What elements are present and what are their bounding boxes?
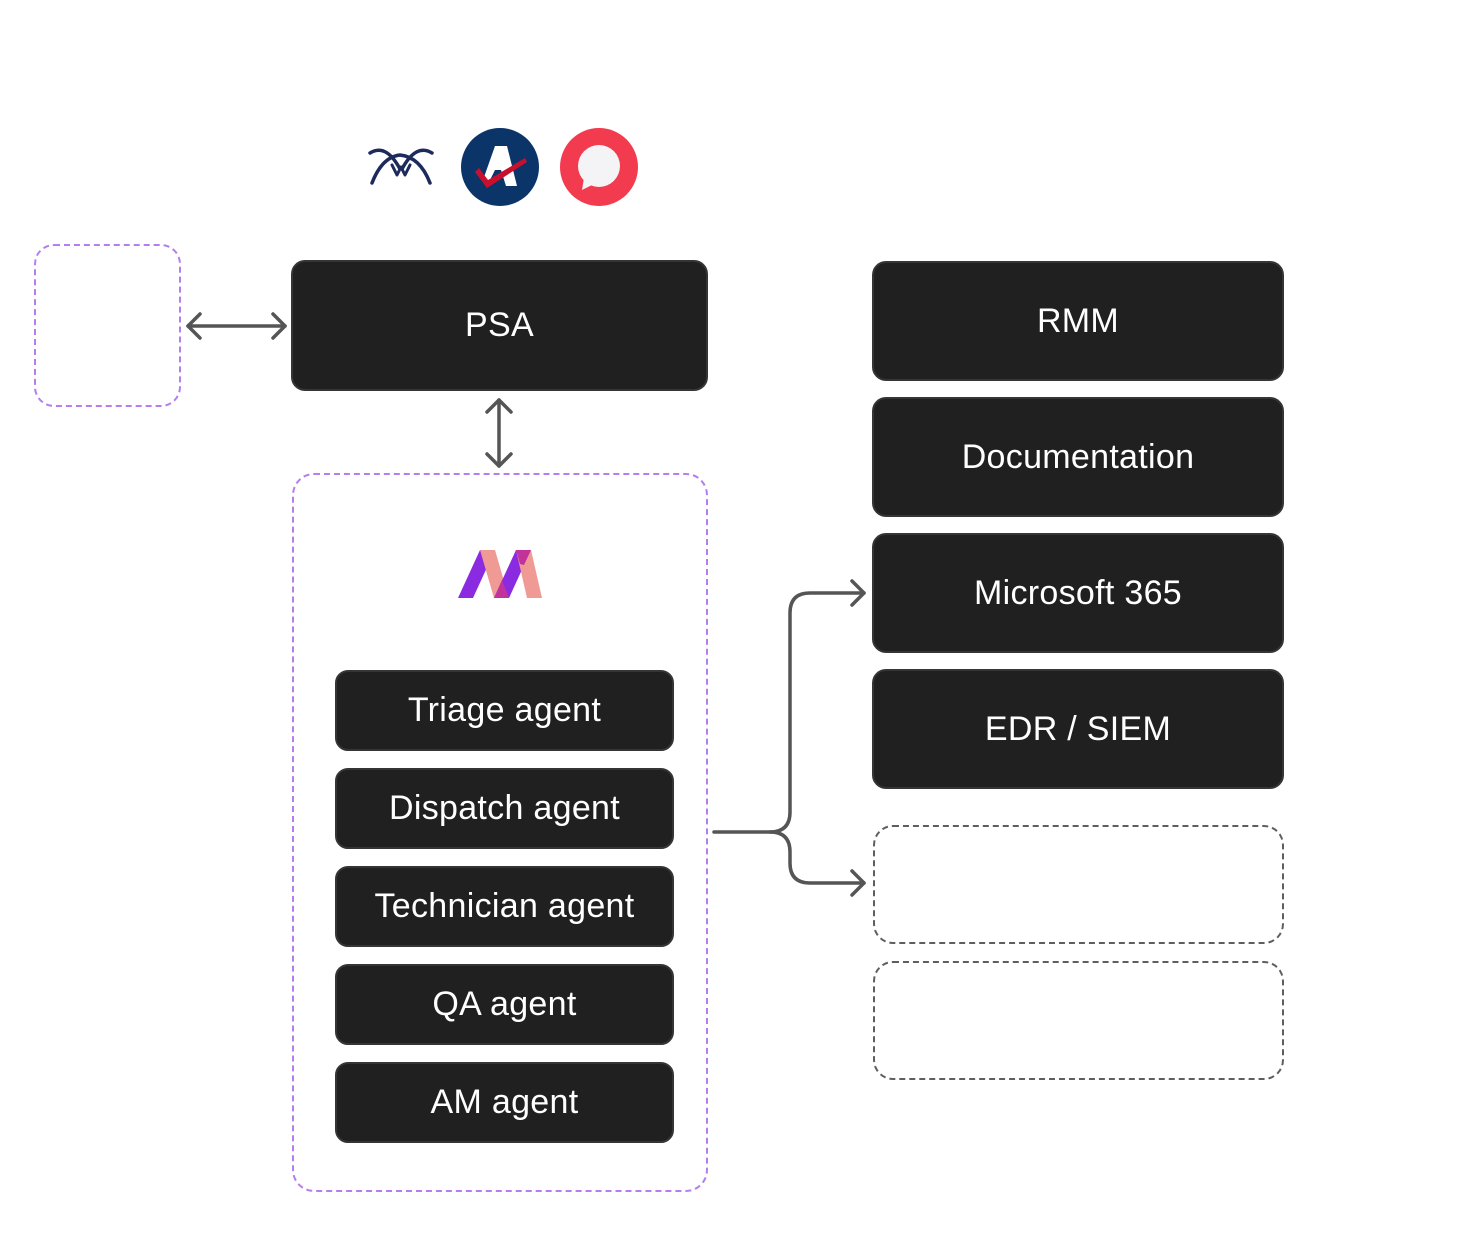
branch-connector-platform-tools: [712, 579, 866, 897]
bidirectional-arrow-external-psa: [186, 312, 287, 340]
chat-logo-icon: [560, 128, 638, 206]
external-system-placeholder: [34, 244, 181, 407]
platform-m-logo-icon: [458, 550, 542, 600]
agent-qa[interactable]: QA agent: [335, 964, 674, 1045]
agent-dispatch[interactable]: Dispatch agent: [335, 768, 674, 849]
tool-microsoft-365[interactable]: Microsoft 365: [872, 533, 1284, 653]
agent-platform-container: [292, 473, 708, 1192]
agent-technician[interactable]: Technician agent: [335, 866, 674, 947]
wave-logo-icon: [366, 145, 436, 187]
autotask-logo-icon: [461, 128, 539, 206]
agent-triage[interactable]: Triage agent: [335, 670, 674, 751]
agent-am[interactable]: AM agent: [335, 1062, 674, 1143]
tool-edr-siem[interactable]: EDR / SIEM: [872, 669, 1284, 789]
tool-placeholder-1: [873, 825, 1284, 944]
psa-node[interactable]: PSA: [291, 260, 708, 391]
tool-rmm[interactable]: RMM: [872, 261, 1284, 381]
bidirectional-arrow-psa-platform: [485, 398, 513, 468]
tool-placeholder-2: [873, 961, 1284, 1080]
tool-documentation[interactable]: Documentation: [872, 397, 1284, 517]
